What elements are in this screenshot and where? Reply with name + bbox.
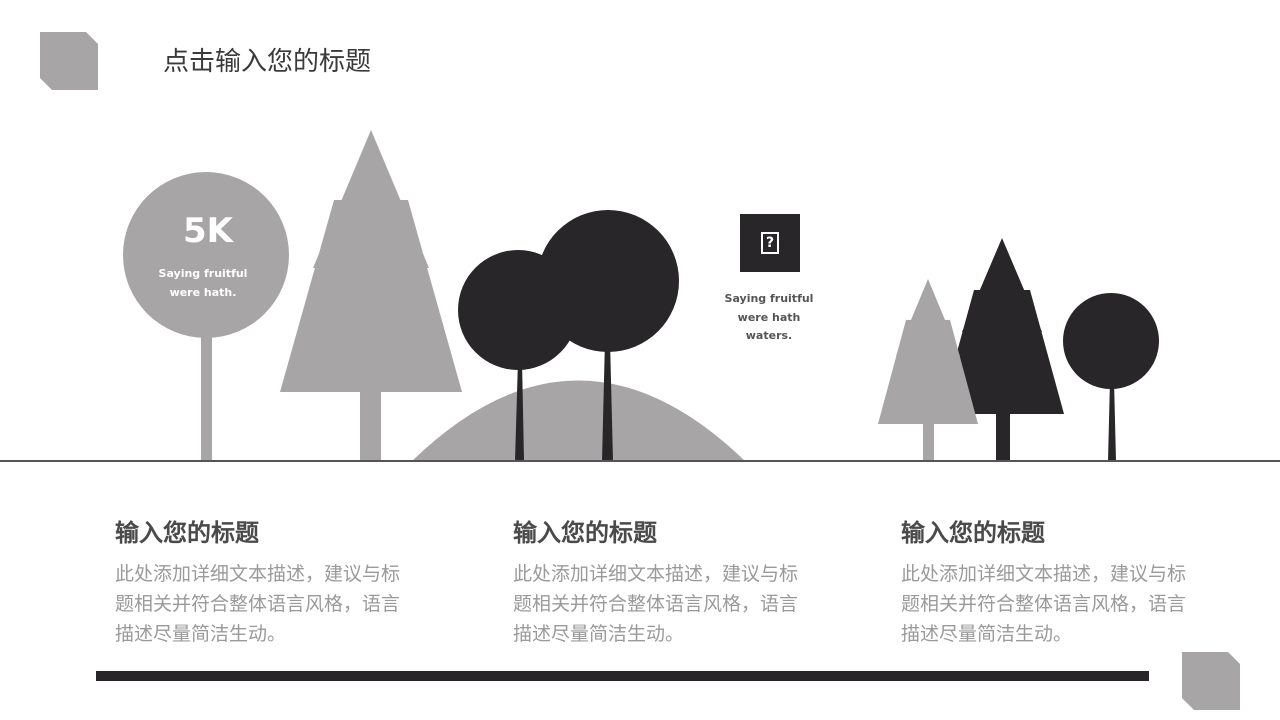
text-column-3: 输入您的标题 此处添加详细文本描述，建议与标题相关并符合整体语言风格，语言描述尽… bbox=[901, 517, 1201, 649]
bottom-bar bbox=[96, 671, 1149, 681]
icon-glyph: ? bbox=[761, 232, 779, 254]
lollipop-tree-crown bbox=[123, 172, 289, 338]
dark-pine-trunk bbox=[996, 405, 1010, 461]
dark-pine-bottom bbox=[940, 290, 1064, 414]
dark-round-tree-left-trunk bbox=[515, 360, 524, 461]
dark-round-tree-right-crown bbox=[537, 210, 679, 352]
dark-lollipop-crown bbox=[1063, 293, 1159, 389]
column-body[interactable]: 此处添加详细文本描述，建议与标题相关并符合整体语言风格，语言描述尽量简洁生动。 bbox=[513, 563, 799, 645]
lollipop-tree-trunk bbox=[201, 330, 212, 461]
small-gray-pine-trunk bbox=[923, 418, 934, 461]
column-heading[interactable]: 输入您的标题 bbox=[901, 519, 1045, 547]
gray-pine-trunk bbox=[360, 385, 381, 461]
column-heading[interactable]: 输入您的标题 bbox=[513, 519, 657, 547]
text-column-2: 输入您的标题 此处添加详细文本描述，建议与标题相关并符合整体语言风格，语言描述尽… bbox=[513, 517, 813, 649]
corner-decoration-bottom bbox=[1182, 652, 1240, 710]
text-column-1: 输入您的标题 此处添加详细文本描述，建议与标题相关并符合整体语言风格，语言描述尽… bbox=[115, 517, 415, 649]
page-title[interactable]: 点击输入您的标题 bbox=[163, 47, 372, 77]
icon-caption: Saying fruitful were hath waters. bbox=[724, 292, 814, 342]
column-body[interactable]: 此处添加详细文本描述，建议与标题相关并符合整体语言风格，语言描述尽量简洁生动。 bbox=[115, 563, 401, 645]
dark-lollipop-trunk bbox=[1108, 380, 1116, 461]
corner-decoration-top bbox=[40, 32, 98, 90]
missing-glyph-icon: ? bbox=[740, 214, 800, 272]
small-gray-pine-bottom bbox=[878, 320, 978, 424]
stat-caption: Saying fruitful were hath. bbox=[158, 267, 248, 299]
stat-value: 5K bbox=[182, 211, 233, 251]
dark-round-tree-right-trunk bbox=[602, 340, 613, 461]
ground-line bbox=[0, 460, 1280, 462]
column-heading[interactable]: 输入您的标题 bbox=[115, 519, 259, 547]
column-body[interactable]: 此处添加详细文本描述，建议与标题相关并符合整体语言风格，语言描述尽量简洁生动。 bbox=[901, 563, 1187, 645]
gray-pine-bottom bbox=[280, 200, 462, 392]
hill bbox=[412, 380, 745, 461]
